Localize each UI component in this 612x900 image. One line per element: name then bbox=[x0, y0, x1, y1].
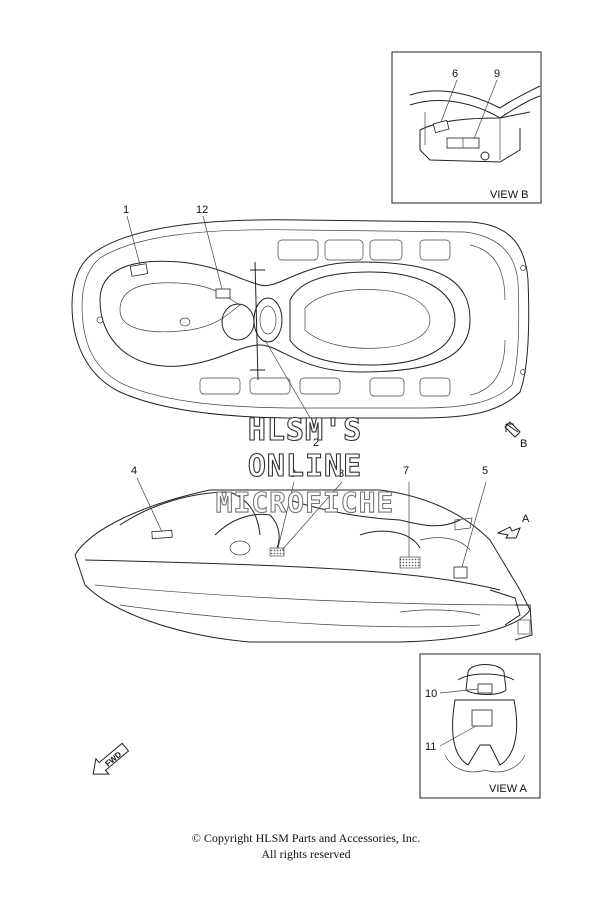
callout-11: 11 bbox=[425, 741, 436, 753]
callout-6: 6 bbox=[452, 68, 458, 80]
decal-3 bbox=[269, 547, 285, 557]
callout-7: 7 bbox=[403, 465, 409, 477]
view-a-inset: 10 11 VIEW A bbox=[419, 653, 541, 799]
top-view-craft: 1 12 2 B bbox=[71, 204, 530, 450]
side-view-craft: 4 3 8 7 5 A bbox=[74, 465, 533, 643]
decal-10 bbox=[477, 683, 493, 694]
decal-12 bbox=[215, 288, 231, 299]
callout-12: 12 bbox=[196, 204, 208, 216]
callout-2: 2 bbox=[313, 437, 319, 449]
view-a-label: VIEW A bbox=[489, 783, 528, 795]
callout-1: 1 bbox=[123, 204, 129, 216]
callout-10: 10 bbox=[425, 688, 437, 700]
copyright-footer: © Copyright HLSM Parts and Accessories, … bbox=[0, 830, 612, 862]
callout-4: 4 bbox=[131, 465, 137, 477]
view-b-inset: 6 9 VIEW B bbox=[391, 51, 542, 204]
decal-7 bbox=[399, 556, 421, 569]
fwd-arrow: FWD bbox=[92, 742, 130, 775]
callout-9: 9 bbox=[494, 68, 500, 80]
callout-3: 3 bbox=[290, 468, 296, 480]
arrow-a-label: A bbox=[522, 513, 530, 525]
rights-text: All rights reserved bbox=[261, 847, 351, 861]
copyright-text: © Copyright HLSM Parts and Accessories, … bbox=[191, 831, 421, 845]
watermark-line-3: MICROFICHE bbox=[216, 486, 395, 519]
watermark-line-2: ONLINE bbox=[248, 449, 362, 484]
decal-1 bbox=[129, 263, 149, 277]
watermark: HLSM'S ONLINE MICROFICHE bbox=[215, 412, 395, 519]
arrow-b-label: B bbox=[520, 438, 527, 450]
callout-5: 5 bbox=[482, 465, 488, 477]
decal-5 bbox=[453, 566, 468, 579]
watermark-line-1: HLSM'S bbox=[248, 413, 362, 448]
decal-6 bbox=[432, 119, 450, 134]
fwd-label: FWD bbox=[103, 750, 123, 769]
decal-11 bbox=[471, 709, 493, 727]
callout-8: 8 bbox=[338, 468, 344, 480]
view-b-label: VIEW B bbox=[490, 189, 529, 201]
